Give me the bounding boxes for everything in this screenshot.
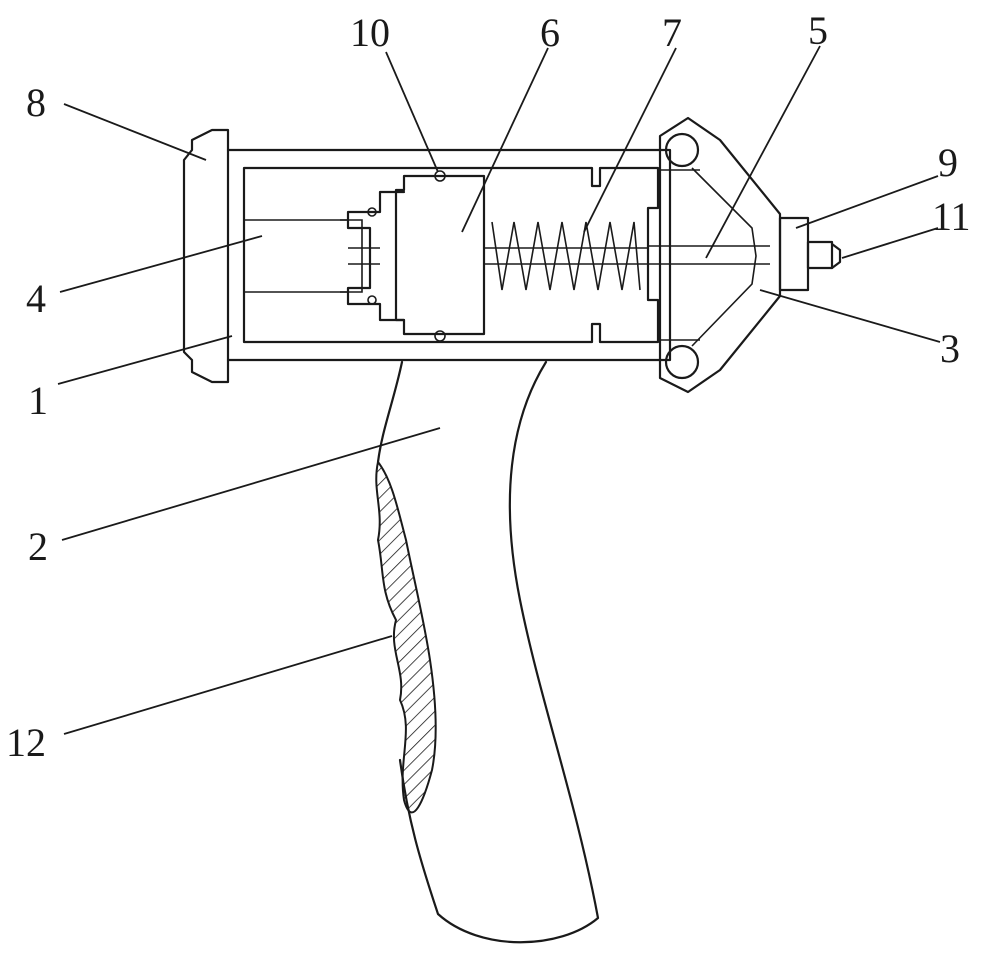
clamp-jaws	[340, 190, 406, 322]
label-part-8: 8	[26, 80, 46, 125]
label-part-2: 2	[28, 524, 48, 569]
push-rod	[648, 245, 770, 265]
piston-block	[394, 170, 486, 342]
nozzle	[778, 216, 842, 292]
label-part-3: 3	[940, 326, 960, 371]
handle	[376, 360, 600, 944]
label-part-7: 7	[662, 10, 682, 55]
rear-end-cap	[182, 128, 230, 384]
label-part-6: 6	[540, 10, 560, 55]
front-bracket	[658, 116, 782, 394]
label-part-1: 1	[28, 378, 48, 423]
part-labels: 8 10 6 7 5 9 11 3 4 1 2 12	[6, 8, 971, 765]
label-part-9: 9	[938, 140, 958, 185]
grip-insert	[375, 459, 437, 814]
label-part-5: 5	[808, 8, 828, 53]
label-part-10: 10	[350, 10, 390, 55]
leader-lines	[57, 45, 941, 735]
label-part-11: 11	[932, 194, 971, 239]
cartridge-rod	[244, 219, 380, 293]
label-part-4: 4	[26, 276, 46, 321]
barrel-housing	[226, 148, 672, 362]
spring-shaft	[484, 221, 648, 291]
label-part-12: 12	[6, 720, 46, 765]
